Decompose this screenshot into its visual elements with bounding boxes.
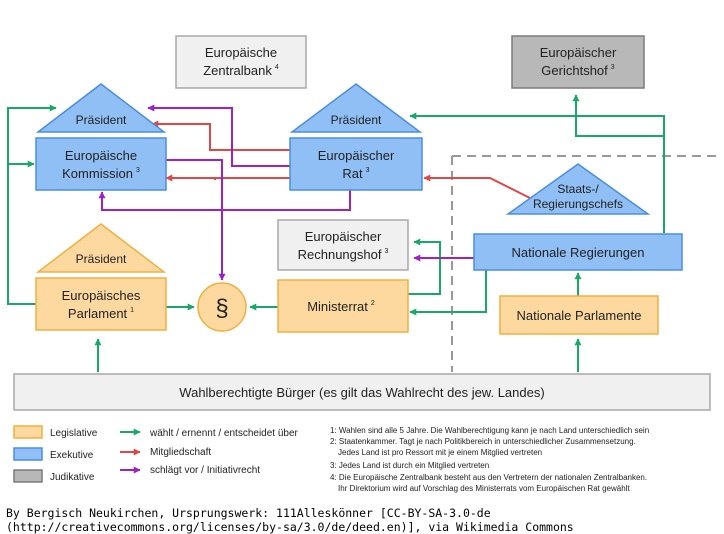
legend-swatch-executive [13,447,43,461]
rat-line1: Europäischer [318,148,395,163]
paragraph-symbol: § [215,295,228,322]
attribution: By Bergisch Neukirchen, Ursprungswerk: 1… [6,506,574,534]
legend-judicative: Judikative [50,472,95,483]
arrow-ministerrat-to-rechnungshof [408,238,441,295]
parlament-sup: 1 [130,307,134,314]
footnote-2: 2: Staatenkammer. Tagt je nach Politikbe… [330,437,636,446]
node-praesident-parlament: Präsident [35,223,167,273]
ezb-line2: Zentralbank [203,63,272,78]
praesident-kommission-label: Präsident [76,113,127,127]
rechnungshof-sup: 3 [384,248,388,255]
footnotes: 1: Wahlen sind alle 5 Jahre. Die Wahlber… [330,426,649,493]
praesident-rat-label: Präsident [331,113,382,127]
parlament-line2: Parlament [68,306,128,321]
eugh-line2: Gerichtshof [541,63,608,78]
ministerrat-label: Ministerrat [307,299,368,314]
kommission-line2: Kommission [62,166,133,181]
arrows-purple [98,104,474,281]
kommission-sup: 3 [136,167,140,174]
arrow-to-gerichtshof [572,94,664,137]
arrow-rat-to-praesident-kommission [147,104,290,167]
arrow-staatschefs-to-rat [423,174,531,199]
legend-executive: Exekutive [50,450,94,461]
node-praesident-rat: Präsident [289,83,423,133]
staatschefs-line2: Regierungschefs [533,197,623,211]
node-staatschefs: Staats-/ Regierungschefs [505,163,651,215]
legend: Legislative Exekutive Judikative wählt /… [13,425,299,483]
eugh-line1: Europäischer [540,45,617,60]
ezb-line1: Europäische [205,45,277,60]
arrows-red [151,120,531,199]
footnote-2b: Jedes Land ist pro Ressort mit je einem … [338,448,542,457]
arrow-rat-to-kommission-praesident [151,120,290,151]
arrow-parlament-to-praesident [7,104,57,305]
parlament-line1: Europäisches [62,288,141,303]
node-nationale-regierungen: Nationale Regierungen [473,233,683,271]
arrow-regierungen-to-rat-praesident [409,112,665,233]
footnote-4b: Ihr Direktorium wird auf Vorschlag des M… [338,484,630,493]
nationale-regierungen-label: Nationale Regierungen [512,245,645,260]
rechnungshof-line2: Rechnungshof [298,247,382,262]
arrow-rat-to-kommission-back [98,190,351,211]
national-separator [451,155,720,372]
buerger-label: Wahlberechtigte Bürger (es gilt das Wahl… [179,385,544,400]
arrow-kommission-to-paragraph [166,159,226,281]
footnote-3: 3: Jedes Land ist durch ein Mitglied ver… [330,461,489,470]
footnote-4: 4: Die Europäische Zentralbank besteht a… [330,473,647,482]
praesident-parlament-label: Präsident [76,252,127,266]
rechnungshof-line1: Europäischer [305,229,382,244]
legend-swatch-judicative [13,469,43,483]
legend-red-text: Mitgliedschaft [150,447,211,458]
node-praesident-kommission: Präsident [35,83,167,133]
legend-green-text: wählt / ernennt / entscheidet über [149,428,299,439]
rat-line2: Rat [342,166,363,181]
node-nationale-parlamente: Nationale Parlamente [499,295,659,335]
legend-legislative: Legislative [50,428,98,439]
rat-sup: 3 [366,167,370,174]
legend-swatch-legislative [13,425,43,439]
eugh-sup: 3 [611,64,615,71]
staatschefs-line1: Staats-/ [557,182,599,196]
legend-purple-text: schlägt vor / Initiativrecht [150,465,260,476]
attribution-line2: (http://creativecommons.org/licenses/by-… [6,520,574,534]
arrow-regierungen-to-ministerrat [409,270,487,316]
ezb-sup: 4 [275,64,279,71]
node-paragraph: § [197,282,247,332]
node-buerger: Wahlberechtigte Bürger (es gilt das Wahl… [13,373,711,411]
attribution-line1: By Bergisch Neukirchen, Ursprungswerk: 1… [6,506,491,520]
ministerrat-sup: 2 [371,300,375,307]
kommission-line1: Europäische [65,148,137,163]
footnote-1: 1: Wahlen sind alle 5 Jahre. Die Wahlber… [330,426,649,435]
nationale-parlamente-label: Nationale Parlamente [516,308,641,323]
arrows-green [7,94,665,372]
